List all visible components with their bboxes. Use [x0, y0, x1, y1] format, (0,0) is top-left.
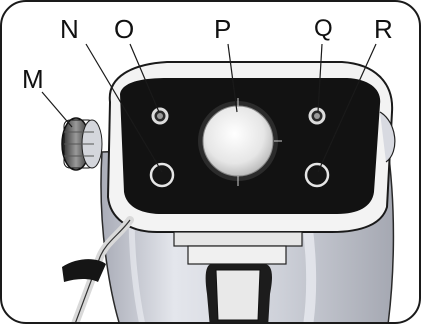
- wand-handle: [62, 259, 106, 282]
- callout-n: N: [60, 14, 79, 44]
- leader-r: [317, 43, 377, 173]
- group-head: [173, 231, 303, 247]
- callout-p: P: [214, 14, 232, 44]
- leader-m: [41, 91, 73, 128]
- leader-n: [85, 43, 163, 173]
- callout-r: R: [374, 14, 393, 44]
- leader-o: [129, 43, 160, 113]
- button-n: [149, 162, 175, 188]
- leader-p: [227, 43, 238, 113]
- leader-q: [317, 43, 323, 113]
- callout-m: M: [22, 64, 44, 94]
- callout-o: O: [114, 14, 135, 44]
- button-r: [304, 162, 330, 188]
- callout-q: Q: [314, 15, 333, 42]
